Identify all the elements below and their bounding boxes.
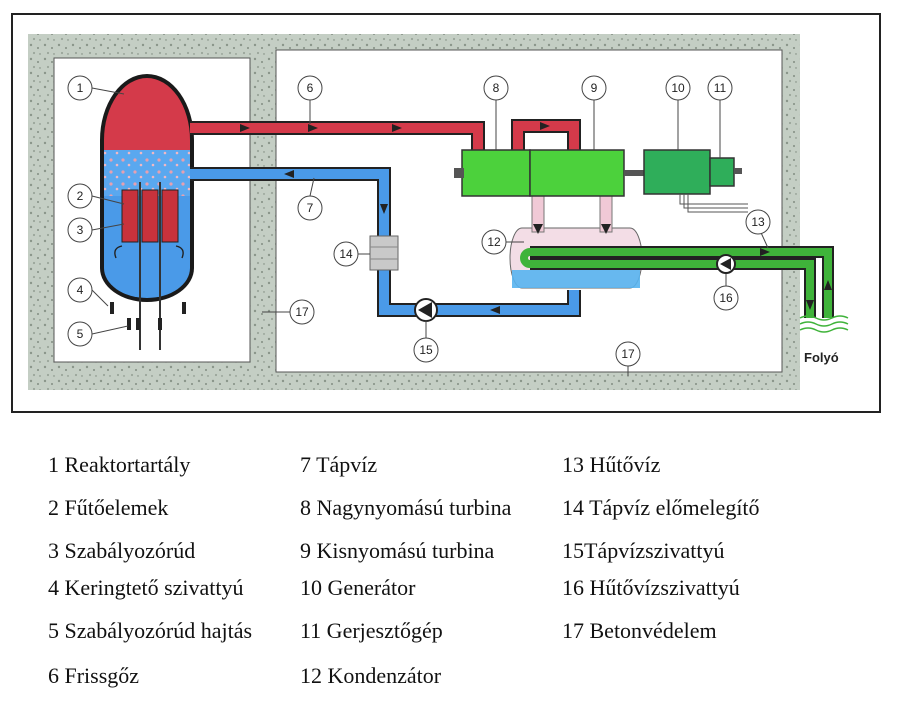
callout-12: 12 <box>481 229 507 255</box>
legend-item-6: 6 Frissgőz <box>48 663 140 688</box>
callout-number: 3 <box>77 223 84 237</box>
callout-number: 14 <box>339 247 353 261</box>
callout-14: 14 <box>333 241 359 267</box>
callout-3: 3 <box>67 217 93 243</box>
legend-item-11: 11 Gerjesztőgép <box>300 618 443 643</box>
legend-item-17: 17 Betonvédelem <box>562 618 717 643</box>
legend-item-8: 8 Nagynyomású turbina <box>300 495 512 520</box>
river <box>799 315 849 333</box>
callout-number: 8 <box>493 81 500 95</box>
callout-6: 6 <box>297 75 323 101</box>
callout-number: 7 <box>307 201 314 215</box>
legend-item-12: 12 Kondenzátor <box>300 663 442 688</box>
callout-5: 5 <box>67 321 93 347</box>
callout-16: 16 <box>713 285 739 311</box>
cooling-water-pump <box>716 254 736 274</box>
high-pressure-turbine <box>461 149 531 197</box>
callout-4: 4 <box>67 277 93 303</box>
exciter <box>709 157 735 187</box>
callout-2: 2 <box>67 183 93 209</box>
legend-item-7: 7 Tápvíz <box>300 452 378 477</box>
fuel-element <box>141 189 159 243</box>
legend-item-16: 16 Hűtővízszivattyú <box>562 575 740 600</box>
reactor-vessel <box>100 74 194 350</box>
callout-number: 16 <box>719 291 733 305</box>
rod-drive <box>127 318 131 330</box>
generator <box>643 149 711 195</box>
low-pressure-turbine <box>529 149 625 197</box>
legend-item-9: 9 Kisnyomású turbina <box>300 538 495 563</box>
callout-17: 17 <box>289 299 315 325</box>
rod-drive <box>158 318 162 330</box>
callout-number: 4 <box>77 283 84 297</box>
legend-item-1: 1 Reaktortartály <box>48 452 191 477</box>
circulation-pump <box>110 302 114 314</box>
callout-9: 9 <box>581 75 607 101</box>
callout-1: 1 <box>67 75 93 101</box>
callout-17: 17 <box>615 341 641 367</box>
legend-item-14: 14 Tápvíz előmelegítő <box>562 495 760 520</box>
callout-number: 17 <box>621 347 635 361</box>
callout-11: 11 <box>707 75 733 101</box>
callout-number: 9 <box>591 81 598 95</box>
feedwater-preheater <box>369 235 399 271</box>
callout-number: 13 <box>751 215 765 229</box>
turbine-hall <box>275 49 783 373</box>
river-label: Folyó <box>804 350 839 365</box>
fuel-element <box>161 189 179 243</box>
legend-item-15: 15Tápvízszivattyú <box>562 538 725 563</box>
legend-item-5: 5 Szabályozórúd hajtás <box>48 618 253 643</box>
callout-13: 13 <box>745 209 771 235</box>
callout-number: 6 <box>307 81 314 95</box>
callout-7: 7 <box>297 195 323 221</box>
callout-number: 1 <box>77 81 84 95</box>
rod-drive <box>136 318 140 330</box>
callout-number: 12 <box>487 235 501 249</box>
callout-number: 10 <box>671 81 685 95</box>
feedwater-pump <box>414 298 438 322</box>
legend-item-2: 2 Fűtőelemek <box>48 495 169 520</box>
callout-number: 15 <box>419 343 433 357</box>
circulation-pump <box>182 302 186 314</box>
fuel-element <box>121 189 139 243</box>
legend-item-4: 4 Keringtető szivattyú <box>48 575 244 600</box>
callout-15: 15 <box>413 337 439 363</box>
shaft <box>454 168 464 178</box>
callout-number: 5 <box>77 327 84 341</box>
legend-item-13: 13 Hűtővíz <box>562 452 661 477</box>
callout-number: 11 <box>714 81 727 95</box>
legend-item-10: 10 Generátor <box>300 575 416 600</box>
callout-number: 17 <box>295 305 309 319</box>
legend: 1 Reaktortartály 2 Fűtőelemek 3 Szabályo… <box>0 430 910 716</box>
callout-10: 10 <box>665 75 691 101</box>
legend-item-3: 3 Szabályozórúd <box>48 538 196 563</box>
callout-8: 8 <box>483 75 509 101</box>
callout-number: 2 <box>77 189 84 203</box>
